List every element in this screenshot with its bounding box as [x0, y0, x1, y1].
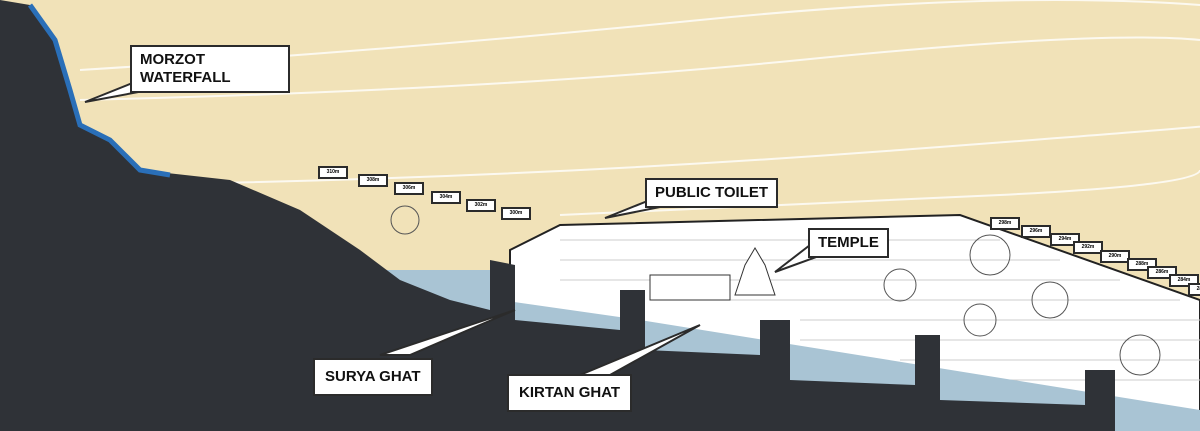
waterfall	[27, 3, 171, 178]
surya-ghat-label: SURYA GHAT	[313, 358, 433, 396]
callout-pointers	[84, 78, 833, 376]
elevation-marker: 296m	[1021, 225, 1051, 238]
elevation-marker: 300m	[501, 207, 531, 220]
contour-lines	[79, 0, 1200, 216]
elevation-marker: 308m	[358, 174, 388, 187]
elevation-marker: 282m	[1188, 283, 1200, 296]
elevation-marker: 306m	[394, 182, 424, 195]
trees	[390, 205, 1161, 376]
temple-structure	[649, 247, 776, 301]
elevation-marker: 310m	[318, 166, 348, 179]
kirtan-ghat-label: KIRTAN GHAT	[507, 374, 633, 412]
waterfall-label: MORZOT WATERFALL	[130, 45, 290, 93]
temple-label: TEMPLE	[808, 228, 889, 258]
elevation-marker: 304m	[431, 191, 461, 204]
elevation-marker: 298m	[990, 217, 1020, 230]
elevation-marker: 294m	[1050, 233, 1080, 246]
elevation-marker: 290m	[1100, 250, 1130, 263]
public-toilet-label: PUBLIC TOILET	[645, 178, 779, 208]
elevation-marker: 302m	[466, 199, 496, 212]
elevation-marker: 292m	[1073, 241, 1103, 254]
rock-cliff	[0, 0, 1115, 431]
